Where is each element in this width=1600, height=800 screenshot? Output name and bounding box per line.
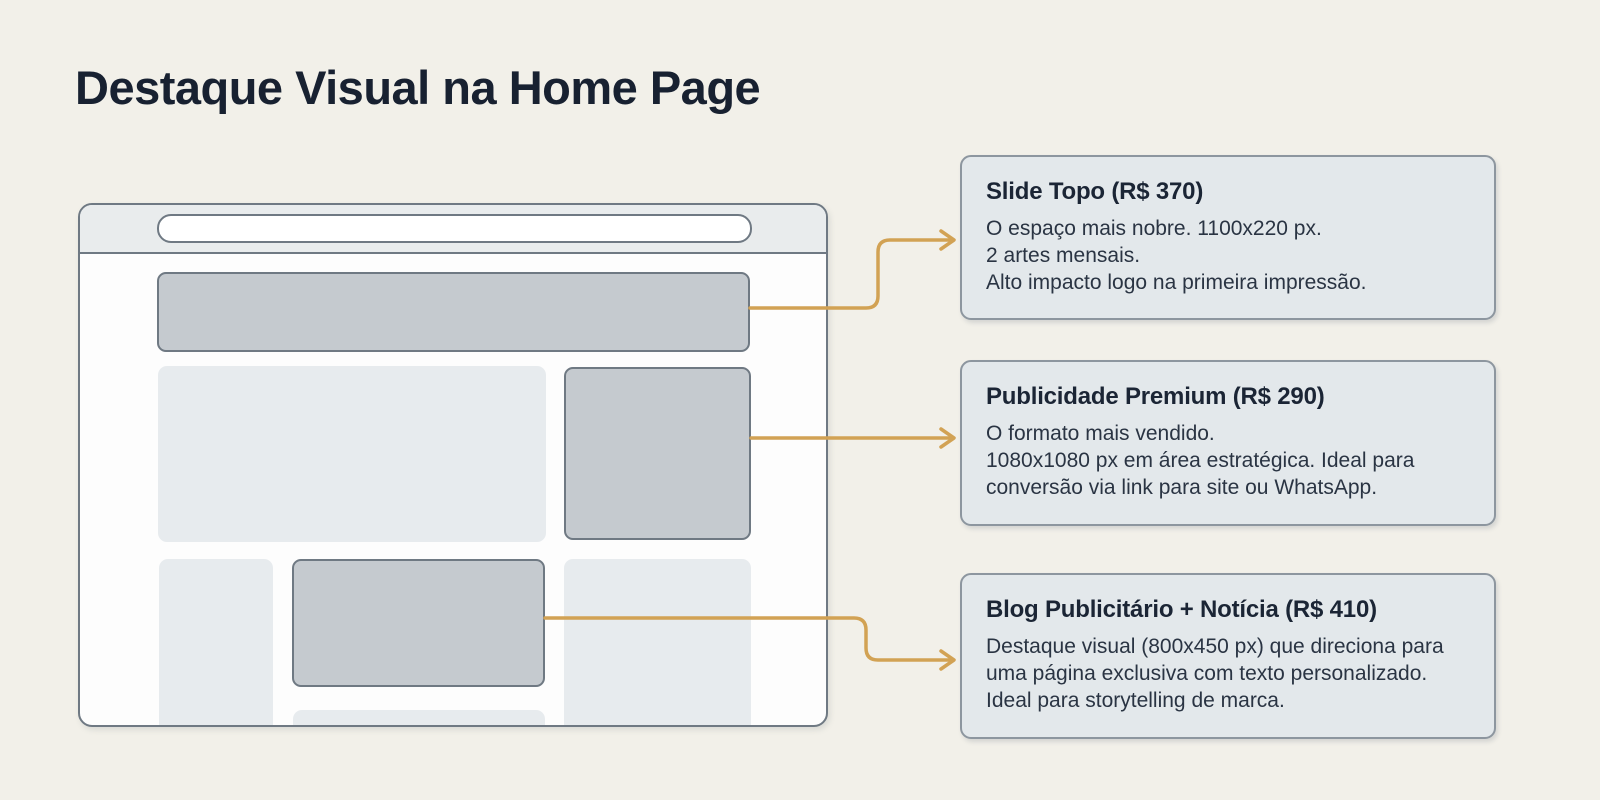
hero-content-block <box>158 366 546 542</box>
callout-publicidade-premium-line-1: O formato mais vendido. <box>986 422 1215 445</box>
arrow-premium-head <box>939 427 956 449</box>
arrow-slide-topo-head <box>939 229 956 251</box>
bottom-content-strip <box>293 710 545 725</box>
arrow-blog-head <box>939 649 956 671</box>
callout-slide-topo-title: Slide Topo (R$ 370) <box>986 178 1204 205</box>
callout-slide-topo: Slide Topo (R$ 370) O espaço mais nobre.… <box>960 155 1496 320</box>
publicidade-premium-slot <box>564 367 751 540</box>
callout-slide-topo-line-2: 2 artes mensais. <box>986 243 1141 267</box>
callout-publicidade-premium-line-2: 1080x1080 px em área estratégica. Ideal … <box>986 448 1415 499</box>
address-bar <box>157 214 752 243</box>
callout-blog-publicitario: Blog Publicitário + Notícia (R$ 410) Des… <box>960 573 1496 739</box>
left-column-block <box>159 559 273 725</box>
callout-publicidade-premium-title: Publicidade Premium (R$ 290) <box>986 383 1325 410</box>
callout-slide-topo-line-1: O espaço mais nobre. 1100x220 px. <box>986 217 1322 240</box>
homepage-wireframe <box>78 203 828 727</box>
callout-blog-publicitario-title: Blog Publicitário + Notícia (R$ 410) <box>986 596 1377 623</box>
browser-topbar <box>80 205 826 254</box>
callout-slide-topo-line-3: Alto impacto logo na primeira impressão. <box>986 270 1367 294</box>
blog-publicitario-slot <box>292 559 545 687</box>
slide-topo-slot <box>157 272 750 352</box>
callout-blog-publicitario-line-1: Destaque visual (800x450 px) que direcio… <box>986 635 1444 712</box>
right-column-block <box>564 559 751 725</box>
page-title: Destaque Visual na Home Page <box>75 61 761 114</box>
callout-publicidade-premium: Publicidade Premium (R$ 290) O formato m… <box>960 360 1496 526</box>
